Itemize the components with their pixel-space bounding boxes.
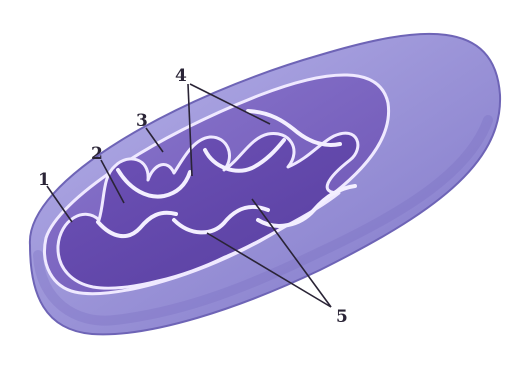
label-5: 5 — [336, 307, 348, 327]
label-3: 3 — [136, 111, 148, 131]
label-4: 4 — [175, 66, 187, 86]
label-1: 1 — [38, 170, 50, 190]
label-2: 2 — [91, 144, 103, 164]
